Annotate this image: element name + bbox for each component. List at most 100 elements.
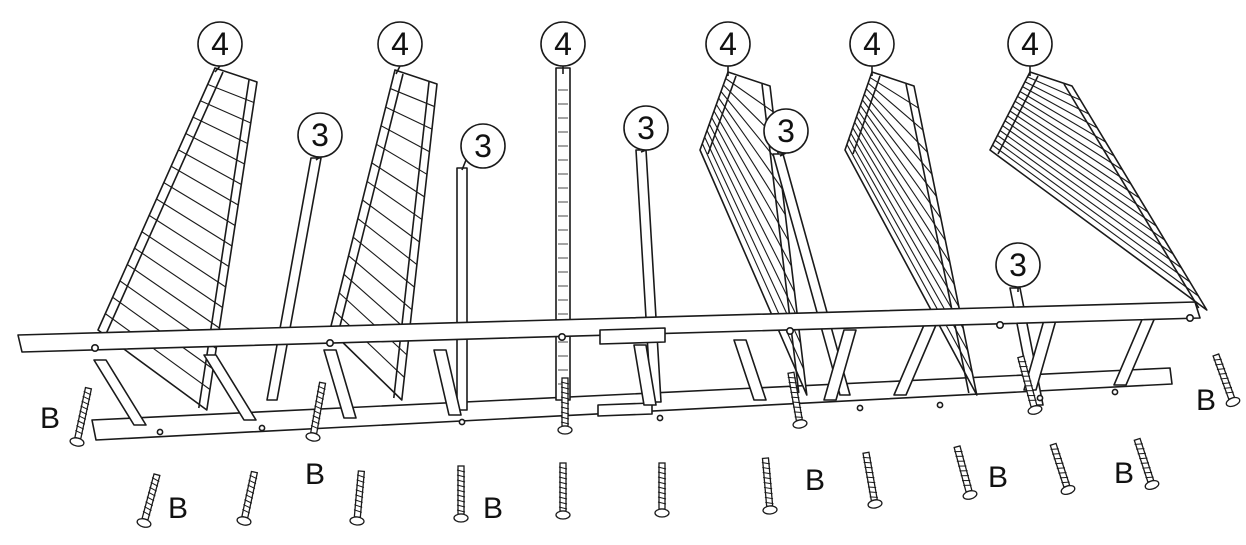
screw-thread (355, 494, 364, 498)
panel-slat (338, 292, 408, 356)
screw-thread (657, 481, 667, 485)
panel-slat (178, 149, 242, 185)
screw-thread (242, 508, 251, 514)
screw-thread (866, 476, 875, 479)
leg-brace (633, 344, 657, 406)
screw-thread (456, 474, 466, 478)
screw-thread (764, 496, 774, 500)
panel-slat (185, 133, 245, 165)
screw-thread (1223, 386, 1233, 389)
screw-thread (1061, 481, 1070, 484)
panel-slat (994, 139, 1191, 283)
panel-slat (163, 182, 236, 226)
rail-hole (656, 414, 664, 422)
screw-label-b: B (40, 402, 60, 435)
screw-thread (657, 476, 667, 480)
screw-thread (355, 484, 365, 488)
screw-thread (79, 410, 88, 415)
screw-thread (764, 491, 773, 495)
screw-thread (560, 416, 570, 420)
screw-thread (356, 474, 365, 478)
panel-slat (192, 116, 248, 144)
screw-thread (793, 411, 803, 413)
screw-thread (1056, 467, 1066, 469)
panel-slat (1009, 110, 1140, 199)
screw-b (1212, 353, 1241, 408)
screw-head (555, 510, 571, 520)
screw-thread (248, 479, 257, 485)
screw-thread (146, 496, 155, 502)
screw-thread (1142, 467, 1151, 469)
screw-thread (868, 491, 878, 493)
panel-stile (997, 75, 1039, 155)
screw-head (69, 437, 85, 447)
screw-head (654, 508, 670, 518)
screw-b (236, 470, 259, 526)
screw-thread (1023, 380, 1032, 382)
screw-thread (1026, 394, 1036, 397)
screw-b (1017, 355, 1043, 415)
screw-thread (1055, 462, 1064, 465)
screw-thread (954, 450, 963, 453)
screw-thread (762, 471, 771, 475)
panel-slat (704, 136, 802, 344)
rail-hole (156, 428, 164, 436)
panel-slat (366, 180, 423, 220)
screw-thread (82, 395, 91, 401)
rail-joint (599, 327, 666, 345)
screw-thread (1215, 363, 1224, 366)
screw-thread (762, 467, 771, 470)
screw-thread (560, 391, 570, 395)
screw-thread (456, 479, 466, 483)
rail-hole (1036, 394, 1044, 402)
screw-thread (313, 410, 322, 415)
screw-b (862, 451, 883, 509)
panel-slat (126, 264, 220, 329)
screw-thread (1222, 382, 1231, 385)
panel-slat (1019, 91, 1106, 143)
svg-text:4: 4 (1021, 26, 1039, 62)
screw-head (1225, 396, 1241, 408)
screw-thread (963, 484, 972, 486)
center-post (555, 67, 571, 401)
screw-thread (246, 489, 255, 494)
screw-thread (657, 471, 667, 475)
svg-text:3: 3 (1009, 247, 1027, 283)
screw-thread (78, 415, 87, 420)
panel-slat (713, 110, 789, 241)
screw-thread (558, 466, 568, 470)
screw-head (557, 425, 573, 435)
screw-shank (1049, 442, 1071, 488)
screw-thread (1052, 453, 1061, 455)
panel-stile (393, 81, 430, 399)
leg-brace (433, 349, 462, 416)
screw-label-b: B (483, 492, 503, 525)
panel-slat (134, 247, 223, 308)
screw-thread (1136, 448, 1145, 450)
part-label-4: 4 (197, 21, 243, 67)
screw-thread (456, 469, 466, 473)
screw-thread (354, 504, 363, 508)
panel-slat (1007, 115, 1149, 213)
screw-label-b: B (1196, 384, 1216, 417)
screw-head (349, 516, 365, 526)
screw-thread (560, 421, 570, 425)
screw-thread (763, 486, 773, 490)
screw-thread (958, 465, 967, 467)
screw-thread (869, 496, 878, 498)
svg-text:4: 4 (211, 26, 229, 62)
screw-thread (558, 486, 568, 490)
screw-thread (249, 474, 258, 480)
rail-hole (995, 320, 1004, 329)
screw-thread (356, 479, 365, 483)
panel-slat (708, 123, 796, 293)
screw-head (236, 516, 252, 526)
screw-thread (560, 381, 570, 385)
part-label-4: 4 (705, 21, 751, 67)
screw-thread (558, 481, 568, 485)
screw-b (349, 470, 366, 526)
screw-thread (558, 501, 568, 505)
screw-label-b: B (1114, 457, 1134, 490)
screw-thread (316, 390, 325, 395)
panel-slat (856, 116, 951, 263)
